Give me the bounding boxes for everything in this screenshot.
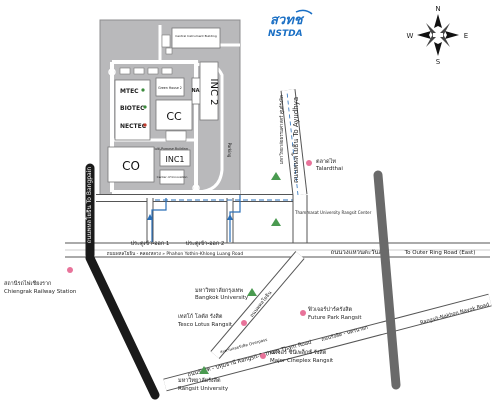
biotec-logo-icon: [143, 105, 147, 109]
inc2-label: INC 2: [208, 79, 219, 106]
logo-en-text: NSTDA: [268, 29, 303, 39]
inc1-label: INC1: [165, 155, 184, 164]
compass-rose: N S W E: [407, 5, 469, 66]
green-house-building: [155, 77, 185, 97]
center-of-innovation-label: Center of Innovation: [157, 175, 188, 179]
bangkok-university-label: Bangkok University: [195, 295, 249, 301]
compass-e-label: E: [464, 32, 468, 40]
thammasat-campus-icon: [271, 218, 281, 226]
major-cineplex-thai-label: เมเจอร์ ซีนีเพล็กซ์ รังสิต: [270, 348, 327, 356]
route-line-1: [151, 198, 167, 242]
nectec-logo-icon: [143, 123, 147, 127]
roundabout-1: [108, 68, 116, 76]
future-park-thai-label: ฟิวเจอร์ปาร์ครังสิต: [307, 306, 352, 313]
rangsit-university-thai-label: มหาวิทยาลัยรังสิต: [178, 377, 221, 384]
mtec-label: MTEC: [120, 88, 139, 95]
points-of-interest: ตลาดไท Talardthai มหาวิทยาลัยธรรมศาสตร์ …: [4, 95, 372, 392]
cc-building: [155, 99, 193, 131]
bangpain-road-label: ถนนพหลโยธิน To Bangpain: [85, 167, 93, 244]
main-road: ถนนพหลโยธิน - คลองหลวง » Phahon Yothin-K…: [65, 240, 490, 258]
talardthai-marker-icon: [306, 160, 312, 166]
building-small-2: [165, 47, 173, 55]
roundabout-2: [192, 184, 200, 192]
compass-w-label: W: [407, 32, 414, 40]
building-small-1: [161, 34, 171, 48]
compass-east-icon: [445, 31, 459, 39]
rangsit-university-marker-icon: [199, 366, 209, 374]
biotec-label: BIOTEC: [120, 105, 145, 112]
facility-3: [147, 67, 159, 75]
tesco-marker-icon: [241, 320, 247, 326]
right-expressway: [373, 170, 401, 390]
thammasat-thai-label: มหาวิทยาลัยธรรมศาสตร์ ศูนย์รังสิต: [278, 95, 285, 164]
bangkok-university-marker-icon: [247, 288, 257, 296]
talardthai-label: Talardthai: [315, 166, 343, 172]
ayudhya-road: ถนนพหลโยธิน To Ayudhya: [280, 89, 308, 250]
parking-label: Parking: [227, 143, 232, 158]
compass-n-label: N: [435, 5, 440, 13]
logo-swoosh-icon: [295, 9, 313, 15]
phahon-road-thai: ถนนพหลโยธิน - คลองหลวง: [107, 250, 161, 257]
phahon-road-en: Phahon Yothin-Khlong Luang Road: [166, 251, 243, 257]
multi-purpose-label: Multi-Purpose Building: [152, 147, 188, 151]
major-cineplex-marker-icon: [260, 353, 266, 359]
ayudhya-road-label: ถนนพหลโยธิน To Ayudhya: [291, 97, 300, 183]
co-building: [107, 146, 155, 183]
outer-ring-en-label: To Outer Ring Road (East): [404, 250, 476, 256]
chiengrak-label: Chiengrak Railway Station: [4, 289, 77, 295]
tesco-thai-label: เทสโก้ โลตัส รังสิต: [178, 312, 223, 320]
compass-west-icon: [417, 31, 431, 39]
gate2-label: ประตูเข้า-ออก 2: [186, 240, 225, 247]
nectec-label: NECTEC: [120, 123, 147, 130]
compass-north-icon: [434, 14, 442, 28]
phahon-road-label: ถนนพหลโยธิน - คลองหลวง » Phahon Yothin-K…: [107, 250, 244, 257]
compass-ne-icon: [440, 23, 450, 36]
route-line-2: [229, 195, 241, 242]
inc2-building: [199, 61, 219, 121]
thammasat-label: Thammasat University Rangsit Center: [294, 210, 372, 215]
talardthai-thai-label: ตลาดไท: [316, 158, 336, 165]
facility-4: [161, 67, 173, 75]
route-arrow-2: [227, 214, 233, 220]
rangsit-university-label: Rangsit University: [178, 386, 229, 392]
campus-buildings: Central Instrument Building MTEC BIOTEC …: [107, 27, 232, 192]
major-cineplex-label: Major Cineplex Rangsit: [270, 358, 334, 364]
green-house-label: Green House 2: [158, 86, 182, 90]
building-top: [171, 27, 221, 49]
compass-se-icon: [440, 34, 450, 47]
compass-south-icon: [434, 42, 442, 56]
compass-nw-icon: [426, 23, 436, 36]
campus-access-roads: [96, 194, 300, 245]
future-park-marker-icon: [300, 310, 306, 316]
route-arrow-1: [147, 214, 153, 220]
inc1-building: [159, 149, 191, 167]
center-of-innovation-building: [159, 169, 185, 185]
building-top-label: Central Instrument Building: [175, 34, 217, 38]
co-label: CO: [122, 159, 140, 173]
future-park-label: Future Park Rangsit: [308, 315, 362, 321]
mtec-logo-icon: [141, 88, 145, 92]
facility-2: [133, 67, 145, 75]
nstda-logo: สวทช NSTDA: [268, 9, 313, 39]
bangkok-university-thai-label: มหาวิทยาลัยกรุงเทพ: [195, 287, 243, 294]
logo-thai-text: สวทช: [270, 13, 305, 28]
outer-ring-thai-label: ถนนวงแหวนตะวันออก: [331, 249, 390, 256]
chiengrak-marker-icon: [67, 267, 73, 273]
chiengrak-thai-label: สถานีรถไฟเชียงราก: [4, 280, 51, 287]
gate1-label: ประตูเข้า-ออก 1: [131, 240, 170, 247]
facility-1: [119, 67, 131, 75]
cc-annex: [165, 130, 187, 142]
thammasat-marker-icon: [271, 172, 281, 180]
compass-sw-icon: [426, 34, 436, 47]
tesco-label: Tesco Lotus Rangsit: [177, 322, 233, 328]
cc-label: CC: [166, 110, 182, 123]
compass-s-label: S: [436, 58, 441, 66]
